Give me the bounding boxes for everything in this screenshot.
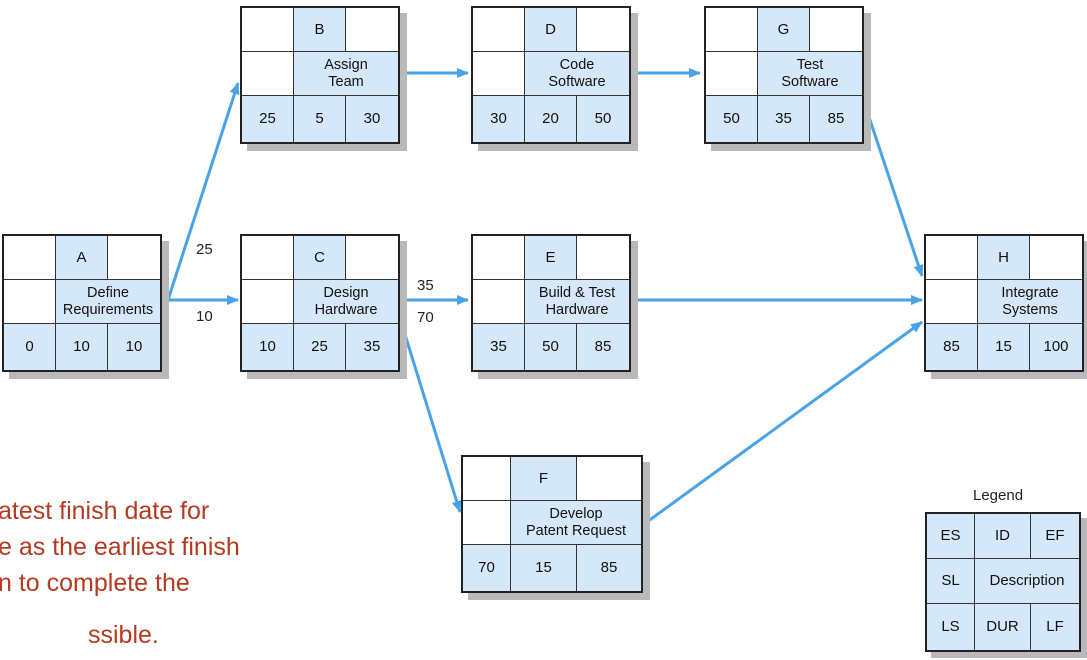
legend-ls: LS xyxy=(927,604,975,650)
legend-lf: LF xyxy=(1031,604,1079,650)
early-finish: 10 xyxy=(108,324,160,370)
duration: 25 xyxy=(294,324,346,370)
note-line-3: n to complete the xyxy=(0,569,190,597)
duration: 5 xyxy=(294,96,346,142)
edge-label-c-e: 35 xyxy=(417,277,434,294)
early-start: 10 xyxy=(242,324,294,370)
early-finish: 85 xyxy=(810,96,862,142)
duration: 35 xyxy=(758,96,810,142)
activity-id: C xyxy=(294,236,346,280)
note-line-2: e as the earliest finish xyxy=(0,533,240,561)
legend-title: Legend xyxy=(973,487,1024,504)
early-finish: 35 xyxy=(346,324,398,370)
early-start: 85 xyxy=(926,324,978,370)
early-start: 70 xyxy=(463,545,511,591)
legend-box: ES ID EF SL Description LS DUR LF xyxy=(925,512,1081,652)
arrow-c-to-f xyxy=(396,311,462,513)
activity-id: D xyxy=(525,8,577,52)
legend-id: ID xyxy=(975,514,1031,559)
activity-id: B xyxy=(294,8,346,52)
early-finish: 100 xyxy=(1030,324,1082,370)
early-start: 25 xyxy=(242,96,294,142)
early-start: 30 xyxy=(473,96,525,142)
duration: 50 xyxy=(525,324,577,370)
note-line-1: atest finish date for xyxy=(0,497,210,525)
activity-id: A xyxy=(56,236,108,280)
duration: 10 xyxy=(56,324,108,370)
arrow-a-to-b xyxy=(166,82,240,301)
edge-label-a-b: 25 xyxy=(196,241,213,258)
duration: 15 xyxy=(978,324,1030,370)
early-finish: 85 xyxy=(577,324,629,370)
legend-description: Description xyxy=(975,559,1079,604)
legend-dur: DUR xyxy=(975,604,1031,650)
early-finish: 85 xyxy=(577,545,641,591)
edge-label-c-f: 70 xyxy=(417,309,434,326)
edge-label-a-c: 10 xyxy=(196,308,213,325)
early-finish: 30 xyxy=(346,96,398,142)
note-line-4: ssible. xyxy=(88,621,159,649)
arrow-g-to-h xyxy=(860,95,924,277)
duration: 15 xyxy=(511,545,577,591)
duration: 20 xyxy=(525,96,577,142)
legend-ef: EF xyxy=(1031,514,1079,559)
early-start: 0 xyxy=(4,324,56,370)
early-finish: 50 xyxy=(577,96,629,142)
activity-id: E xyxy=(525,236,577,280)
early-start: 50 xyxy=(706,96,758,142)
arrow-f-to-h xyxy=(639,320,923,529)
early-start: 35 xyxy=(473,324,525,370)
activity-id: F xyxy=(511,457,577,501)
activity-id: H xyxy=(978,236,1030,280)
legend-sl: SL xyxy=(927,559,975,604)
activity-id: G xyxy=(758,8,810,52)
legend-es: ES xyxy=(927,514,975,559)
